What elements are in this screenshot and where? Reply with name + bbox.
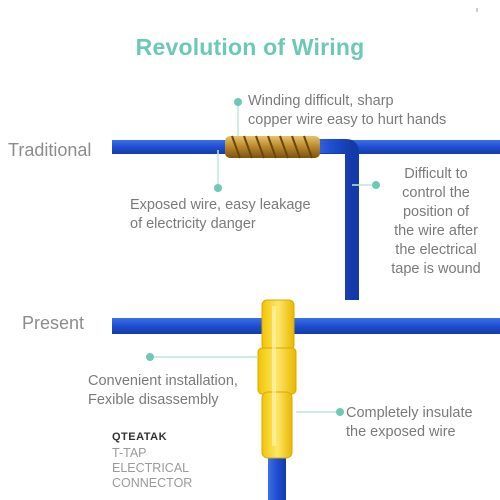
note-line: the wire after: [394, 223, 478, 239]
connector-head: [261, 299, 295, 351]
product-name: T-TAP ELECTRICAL CONNECTOR: [112, 446, 192, 491]
note-installation: Convenient installation, Fexible disasse…: [88, 372, 238, 410]
coil-windings: [231, 135, 313, 159]
traditional-wire: [112, 135, 500, 300]
note-difficult: Difficult to control the position of the…: [380, 165, 492, 279]
note-line: Exposed wire, easy leakage: [130, 197, 311, 213]
bent-wire: [310, 139, 359, 300]
note-line: Winding difficult, sharp: [248, 93, 394, 109]
right-wire-segment: [318, 140, 500, 154]
note-line: control the: [402, 185, 470, 201]
left-wire-segment: [112, 140, 238, 154]
note-line: Completely insulate: [346, 405, 473, 421]
t-tap-connector: [257, 299, 297, 459]
connector-sleeve: [261, 391, 293, 459]
traditional-label: Traditional: [8, 140, 92, 160]
copper-coil: [225, 135, 320, 159]
connector-highlight: [272, 306, 276, 446]
note-insulate: Completely insulate the exposed wire: [346, 404, 473, 442]
note-line: the electrical: [395, 242, 477, 258]
note-exposed: Exposed wire, easy leakage of electricit…: [130, 196, 311, 234]
callout-dot-top: [234, 98, 242, 106]
callout-dot-left: [214, 184, 222, 192]
present-label: Present: [22, 313, 85, 333]
note-line: Difficult to: [404, 166, 468, 182]
present-wire: [112, 299, 500, 500]
corner-tick: [476, 8, 478, 12]
callout-dot-present-left: [146, 353, 154, 361]
page-title: Revolution of Wiring: [135, 34, 365, 60]
brand-logo: QTEATAK: [112, 431, 168, 443]
note-winding: Winding difficult, sharp copper wire eas…: [248, 92, 446, 130]
note-line: position of: [402, 204, 470, 220]
branch-wire: [268, 455, 286, 500]
connector-body: [257, 347, 297, 395]
main-wire: [112, 318, 500, 334]
product-line: CONNECTOR: [112, 476, 193, 490]
product-line: T-TAP: [112, 446, 147, 460]
callout-dot-right: [372, 181, 380, 189]
callout-lines: [150, 103, 376, 413]
note-line: of electricity danger: [130, 216, 256, 232]
callout-dot-present-right: [336, 408, 344, 416]
note-line: tape is wound: [391, 261, 481, 277]
note-line: copper wire easy to hurt hands: [248, 112, 447, 128]
product-line: ELECTRICAL: [112, 461, 190, 475]
note-line: the exposed wire: [346, 424, 456, 440]
note-line: Convenient installation,: [88, 373, 238, 389]
note-line: Fexible disassembly: [88, 392, 219, 408]
